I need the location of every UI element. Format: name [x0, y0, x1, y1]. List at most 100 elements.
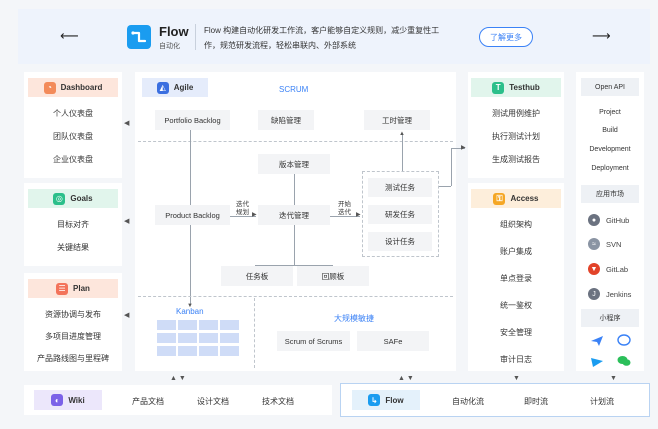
- large-scale-label: 大规模敏捷: [334, 314, 374, 323]
- learn-more-button[interactable]: 了解更多: [479, 27, 533, 47]
- jenkins-icon: J: [588, 288, 600, 300]
- agile-header[interactable]: ◭Agile: [142, 78, 208, 97]
- wiki-item-product[interactable]: 产品文档: [132, 397, 164, 406]
- left-arrow[interactable]: ⟵: [60, 28, 79, 43]
- test-task-box[interactable]: 测试任务: [368, 178, 432, 197]
- product-backlog-box[interactable]: Product Backlog: [155, 205, 230, 225]
- goals-item-alignment[interactable]: 目标对齐: [57, 220, 89, 229]
- github-icon: ●: [588, 214, 600, 226]
- scrum-divider-top: [138, 141, 453, 142]
- banner-divider: [195, 24, 196, 50]
- api-item-deployment[interactable]: Deployment: [591, 165, 629, 172]
- flow-bottom-title: Flow: [385, 395, 404, 405]
- kanban-grid[interactable]: [157, 320, 239, 362]
- open-api-header[interactable]: Open API: [581, 78, 639, 96]
- plan-item-resource[interactable]: 资源协调与发布: [45, 310, 101, 319]
- arrow-up-2: ▲ ▼: [398, 375, 414, 382]
- dashboard-title: Dashboard: [60, 83, 103, 92]
- line-version-to-iteration: [294, 174, 295, 205]
- access-header[interactable]: ⚿ Access: [471, 189, 561, 208]
- svn-icon: ≈: [588, 238, 600, 250]
- access-panel: [468, 183, 564, 371]
- feishu-icon[interactable]: [590, 334, 604, 346]
- access-item-audit[interactable]: 审计日志: [500, 355, 532, 364]
- work-hours-box[interactable]: 工时管理: [364, 110, 430, 130]
- defect-mgmt-box[interactable]: 缺陷管理: [258, 110, 314, 130]
- testhub-item-plan[interactable]: 执行测试计划: [492, 132, 540, 141]
- flow-item-instant[interactable]: 即时流: [524, 397, 548, 406]
- testhub-icon: T: [492, 81, 505, 94]
- plan-item-multi-project[interactable]: 多项目进度管理: [45, 332, 101, 341]
- task-board-box[interactable]: 任务板: [221, 266, 293, 286]
- arrow-product-to-iteration: [230, 216, 256, 217]
- line-tasks-to-testhub: [439, 186, 451, 187]
- paper-plane-icon[interactable]: [590, 355, 604, 367]
- flow-bottom-header[interactable]: ↳ Flow: [352, 390, 420, 410]
- mini-program-header[interactable]: 小程序: [581, 309, 639, 327]
- wechat-icon[interactable]: [617, 354, 631, 366]
- access-item-auth[interactable]: 统一鉴权: [500, 301, 532, 310]
- wiki-item-design[interactable]: 设计文档: [197, 397, 229, 406]
- design-task-box[interactable]: 设计任务: [368, 232, 432, 251]
- goals-icon: ◎: [53, 192, 66, 205]
- plan-title: Plan: [73, 284, 90, 293]
- version-mgmt-box[interactable]: 版本管理: [258, 154, 330, 174]
- banner-description-1: Flow 构建自动化研发工作流，客户能够自定义规则，减少重复性工: [204, 26, 440, 35]
- arrowhead-testhub: ▶: [461, 145, 466, 151]
- portfolio-backlog-box[interactable]: Portfolio Backlog: [155, 110, 230, 130]
- arrow-down-4: ▼: [610, 375, 617, 382]
- api-item-development[interactable]: Development: [589, 146, 631, 153]
- arrowhead-workhours: ▲: [399, 131, 405, 137]
- app-svn[interactable]: ≈SVN: [588, 238, 621, 250]
- testhub-item-cases[interactable]: 测试用例维护: [492, 109, 540, 118]
- dev-task-box[interactable]: 研发任务: [368, 205, 432, 224]
- goals-header[interactable]: ◎Goals: [28, 189, 118, 208]
- app-github[interactable]: ●GitHub: [588, 214, 629, 226]
- api-item-build[interactable]: Build: [602, 127, 618, 134]
- dashboard-header[interactable]: ◔ Dashboard: [28, 78, 118, 97]
- line-iteration-down: [294, 225, 295, 265]
- retro-board-box[interactable]: 回顾板: [297, 266, 369, 286]
- safe-box[interactable]: SAFe: [357, 331, 429, 351]
- access-item-account[interactable]: 账户集成: [500, 247, 532, 256]
- top-banner: [18, 9, 650, 64]
- flow-item-auto[interactable]: 自动化流: [452, 397, 484, 406]
- iteration-plan-label-2: 规划: [236, 209, 249, 216]
- start-iter-label-1: 开始: [338, 201, 351, 208]
- wiki-header[interactable]: ◐Wiki: [34, 390, 102, 410]
- flow-item-scheduled[interactable]: 计划流: [590, 397, 614, 406]
- dashboard-item-enterprise[interactable]: 企业仪表盘: [53, 155, 93, 164]
- flow-bottom-icon: ↳: [368, 394, 381, 406]
- goals-item-key-results[interactable]: 关键结果: [57, 243, 89, 252]
- line-portfolio-to-backlog: [190, 130, 191, 205]
- api-item-project[interactable]: Project: [599, 109, 621, 116]
- dashboard-item-personal[interactable]: 个人仪表盘: [53, 109, 93, 118]
- flow-logo-sub: 自动化: [159, 43, 180, 50]
- wiki-icon: ◐: [51, 394, 64, 406]
- arrowhead-tasks: ▶: [356, 212, 361, 218]
- right-arrow[interactable]: ⟶: [592, 28, 611, 43]
- kanban-vertical-divider: [254, 298, 255, 368]
- access-item-sso[interactable]: 单点登录: [500, 274, 532, 283]
- plan-item-roadmap[interactable]: 产品路线图与里程碑: [37, 354, 109, 363]
- testhub-item-report[interactable]: 生成测试报告: [492, 155, 540, 164]
- dashboard-item-team[interactable]: 团队仪表盘: [53, 132, 93, 141]
- wiki-item-tech[interactable]: 技术文档: [262, 397, 294, 406]
- access-icon: ⚿: [493, 192, 506, 205]
- line-testhub-vert: [451, 148, 452, 186]
- arrow-iteration-to-tasks: [330, 216, 360, 217]
- dingtalk-icon[interactable]: [617, 333, 631, 346]
- banner-description-2: 作，规范研发流程，轻松串联内、外部系统: [204, 41, 356, 50]
- arrowhead-iteration: ▶: [252, 212, 257, 218]
- plan-header[interactable]: ☰Plan: [28, 279, 118, 298]
- iteration-mgmt-box[interactable]: 迭代管理: [258, 205, 330, 225]
- app-market-header[interactable]: 应用市场: [581, 185, 639, 203]
- access-item-org[interactable]: 组织架构: [500, 220, 532, 229]
- scrum-of-scrums-box[interactable]: Scrum of Scrums: [277, 331, 350, 351]
- dashboard-icon: ◔: [43, 81, 56, 94]
- access-item-security[interactable]: 安全管理: [500, 328, 532, 337]
- access-title: Access: [510, 194, 539, 203]
- app-gitlab[interactable]: ▼GitLab: [588, 263, 628, 275]
